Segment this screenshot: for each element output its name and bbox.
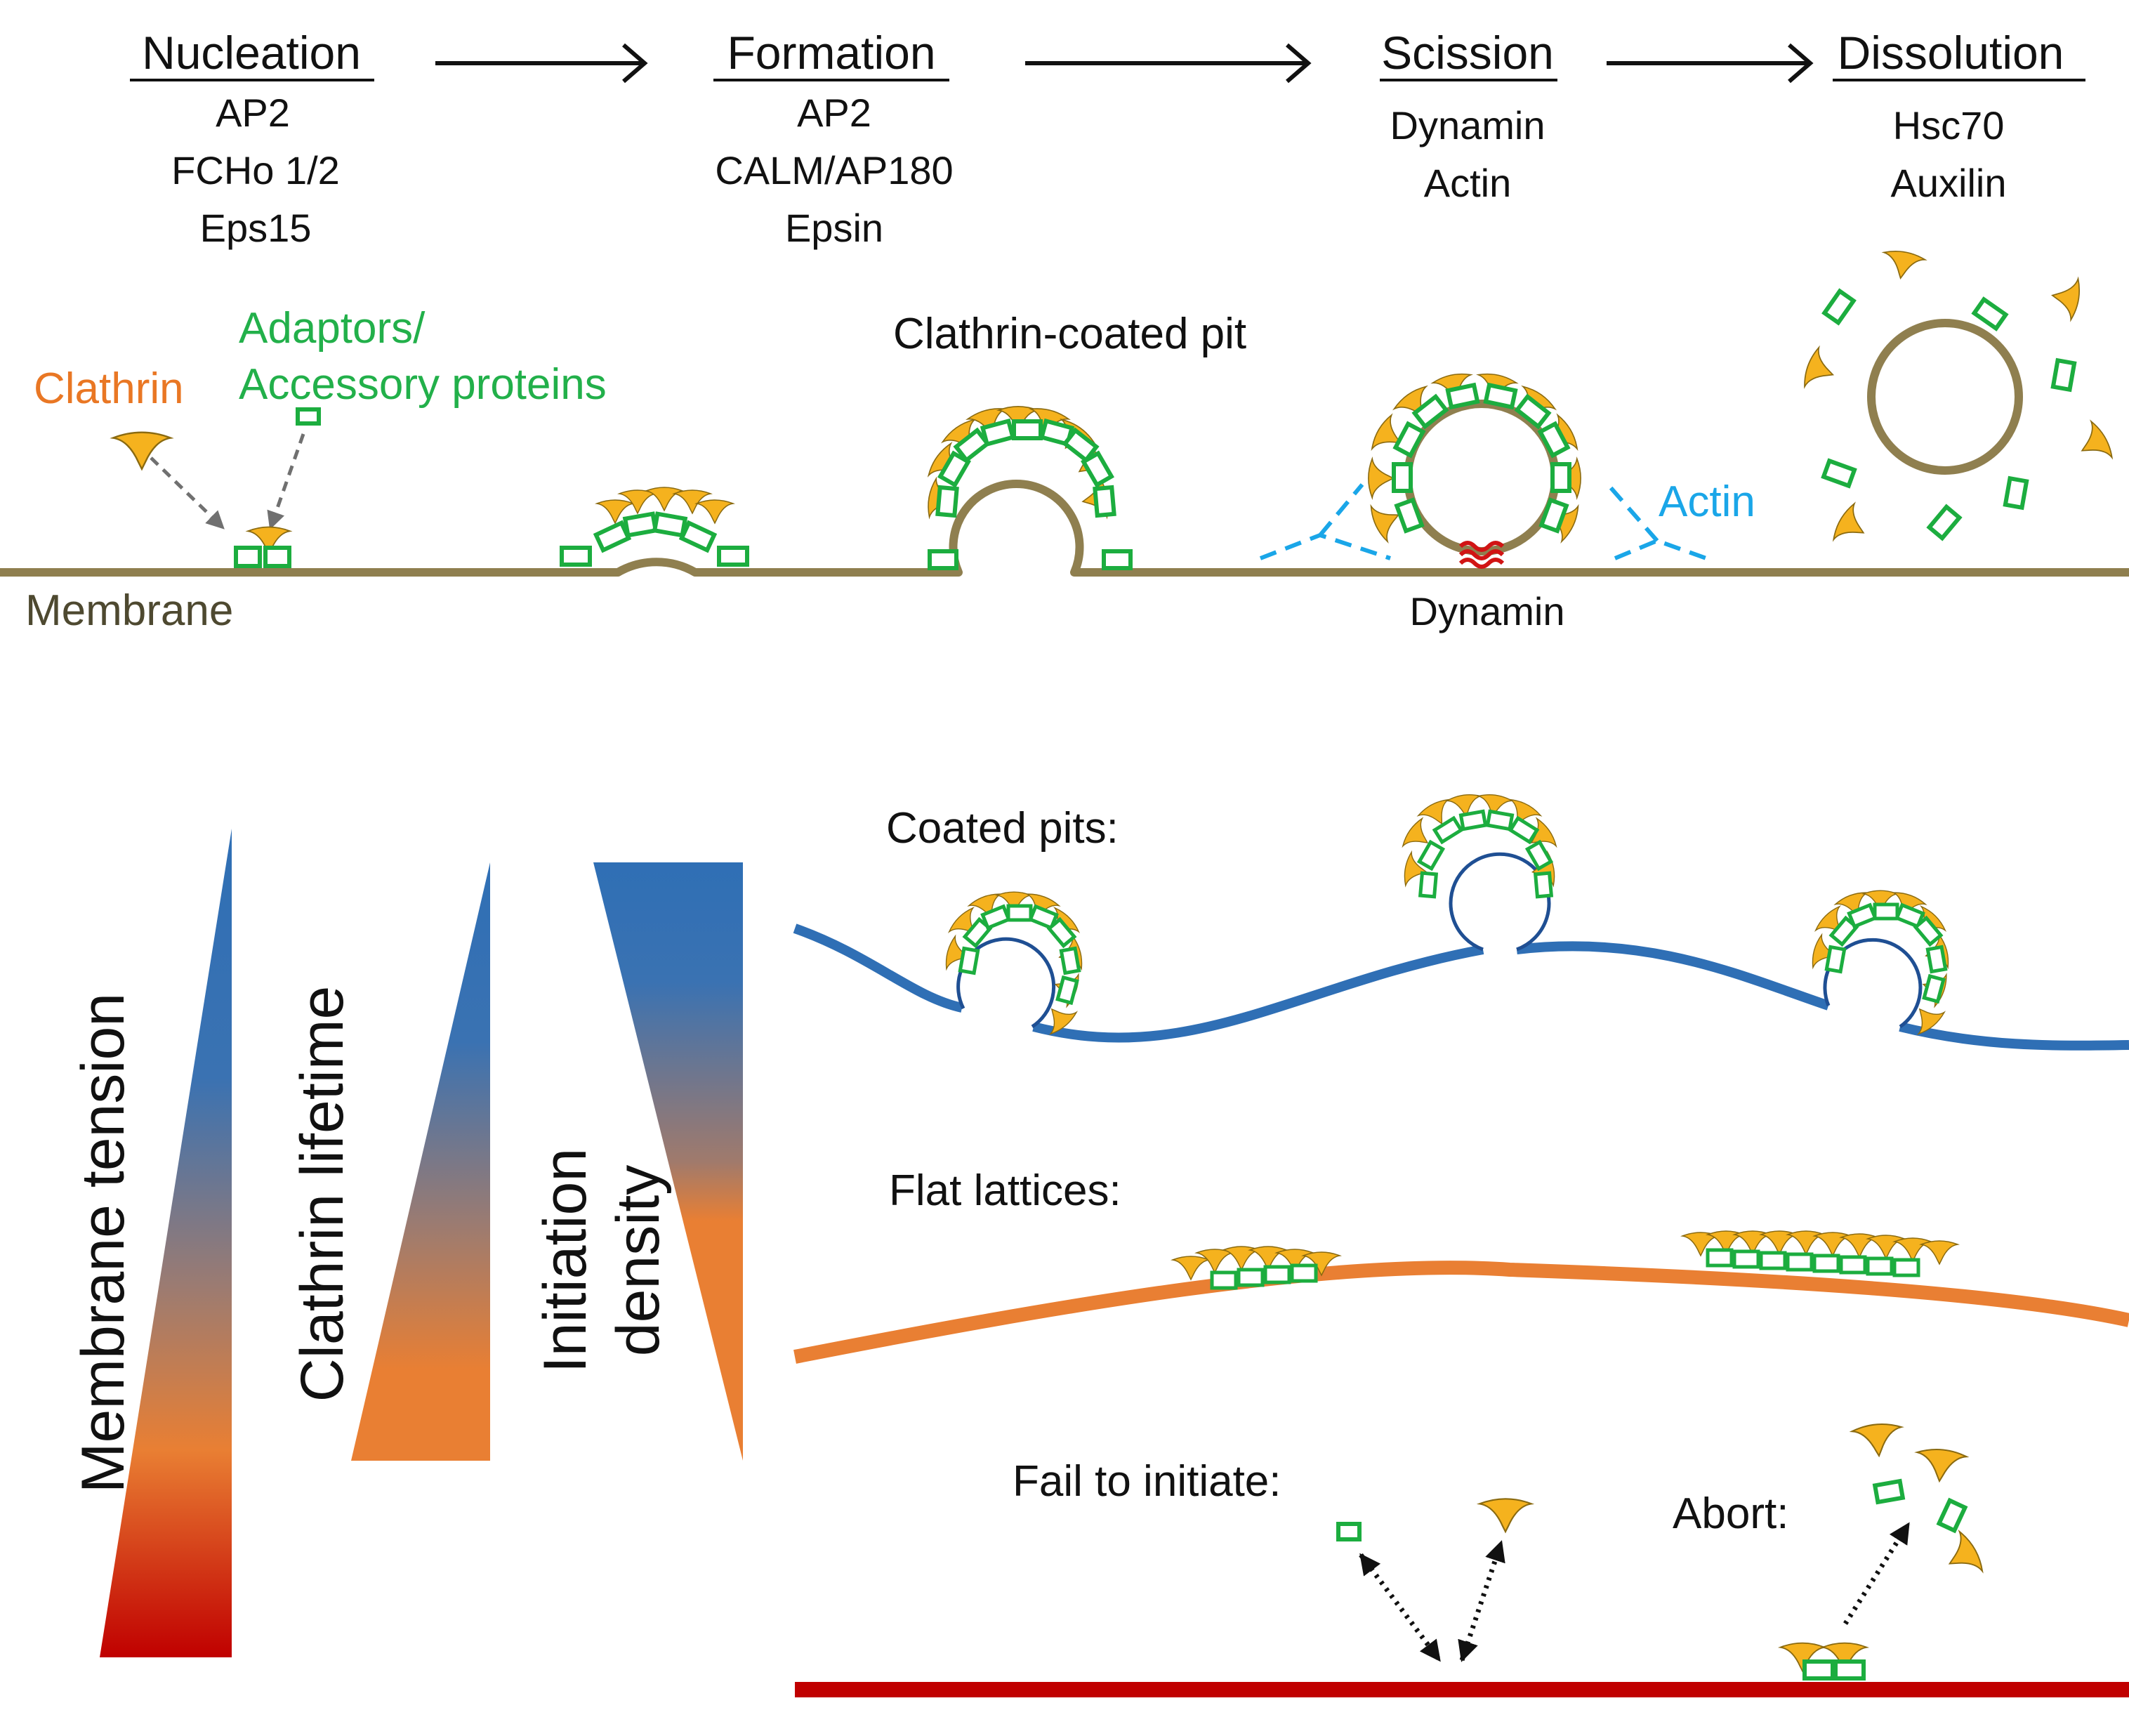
coated-pits-label: Coated pits: xyxy=(886,804,1119,853)
ccp-label: Clathrin-coated pit xyxy=(893,310,1246,358)
binding-arrow xyxy=(267,433,305,530)
dissolution-vesicle xyxy=(1800,247,2116,552)
abort-label: Abort: xyxy=(1673,1490,1788,1538)
adaptor-protein xyxy=(2050,357,2077,393)
clathrin-triskelion xyxy=(1937,1528,1987,1584)
protein-label: FCHo 1/2 xyxy=(171,148,340,192)
adaptor-protein xyxy=(1821,288,1857,326)
formation-deep-pit xyxy=(925,405,1133,570)
release-arrow xyxy=(1843,1522,1911,1625)
arrowhead xyxy=(1788,43,1814,84)
lifetime-wedge xyxy=(351,862,490,1461)
tension-wedge xyxy=(100,829,232,1657)
protein-label: Auxilin xyxy=(1891,161,2007,205)
adaptors-label-line2: Accessory proteins xyxy=(239,360,607,409)
initiation-density-gradient: Initiation density xyxy=(532,862,743,1461)
actin-filaments xyxy=(1259,483,1708,560)
adaptor-protein xyxy=(234,546,262,568)
clathrin-lifetime-label: Clathrin lifetime xyxy=(289,986,356,1402)
membrane-tension-label: Membrane tension xyxy=(70,993,137,1493)
formation-shallow-pit xyxy=(560,487,749,567)
stage-title: Nucleation xyxy=(142,27,361,79)
fail-label: Fail to initiate: xyxy=(1013,1457,1281,1506)
protein-label: AP2 xyxy=(797,91,871,135)
flat-lattice xyxy=(1172,1246,1340,1290)
clathrin-triskelion xyxy=(1913,1447,1968,1485)
uncoated-vesicle xyxy=(1867,319,2023,475)
fail-to-initiate xyxy=(1336,1498,1533,1662)
clathrin-triskelion xyxy=(1850,1421,1905,1459)
adaptor-protein xyxy=(1802,1659,1835,1681)
clathrin-triskelion xyxy=(2048,274,2083,322)
initiation-label-line1: Initiation xyxy=(532,1148,599,1373)
exchange-arrow xyxy=(1359,1553,1442,1662)
protein-label: Eps15 xyxy=(200,206,312,250)
protein-label: Hsc70 xyxy=(1893,103,2005,147)
protein-label: Dynamin xyxy=(1390,103,1545,147)
flat-lattice xyxy=(1682,1230,1958,1277)
adaptor-protein xyxy=(1971,296,2009,331)
scission-vesicle xyxy=(1259,370,1708,569)
adaptor-protein xyxy=(296,407,321,426)
stage-title: Formation xyxy=(727,27,935,79)
dynamin-coil xyxy=(1458,541,1505,569)
exchange-arrow xyxy=(1458,1540,1505,1662)
abort-event xyxy=(1779,1421,1987,1681)
clathrin-triskelion xyxy=(1478,1498,1533,1533)
arrowhead xyxy=(1286,43,1312,84)
coated-pit xyxy=(942,890,1086,1037)
initiation-wedge xyxy=(593,862,743,1461)
adaptor-protein xyxy=(263,546,291,568)
adaptor-protein xyxy=(2003,475,2029,511)
clathrin-triskelion xyxy=(2071,419,2116,470)
stage-title: Dissolution xyxy=(1838,27,2064,79)
initiation-label-line2: density xyxy=(605,1165,672,1357)
stage-scission: Scission Dynamin Actin xyxy=(1380,27,1557,205)
binding-arrow xyxy=(150,456,225,530)
actin-label: Actin xyxy=(1659,478,1755,526)
coated-pit xyxy=(1399,792,1560,952)
stage-nucleation: Nucleation AP2 FCHo 1/2 Eps15 xyxy=(130,27,374,250)
coated-pits-membrane xyxy=(793,923,2129,1051)
adaptor-protein xyxy=(1833,1659,1866,1681)
adaptors-label-line1: Adaptors/ xyxy=(239,304,426,353)
clathrin-label: Clathrin xyxy=(34,364,184,413)
flat-lattices-label: Flat lattices: xyxy=(889,1166,1121,1215)
protein-label: Actin xyxy=(1424,161,1512,205)
adaptor-protein xyxy=(1821,458,1857,489)
membrane-tension-gradient: Membrane tension xyxy=(70,829,232,1657)
adaptor-protein xyxy=(1336,1522,1362,1541)
clathrin-triskelion xyxy=(112,431,172,471)
adaptor-protein xyxy=(1872,1478,1906,1505)
stage-formation: Formation AP2 CALM/AP180 Epsin xyxy=(713,27,954,250)
top-membrane xyxy=(0,480,2129,577)
clathrin-triskelion xyxy=(1829,501,1875,552)
nucleation-site xyxy=(112,407,321,568)
protein-label: Epsin xyxy=(785,206,883,250)
adaptor-protein xyxy=(1936,1497,1968,1534)
clathrin-triskelion xyxy=(1879,247,1927,283)
flat-lattice-membrane xyxy=(793,1261,2129,1364)
dynamin-label: Dynamin xyxy=(1410,589,1565,633)
stage-title: Scission xyxy=(1381,27,1554,79)
coated-pit xyxy=(1809,889,1952,1037)
stage-dissolution: Dissolution Hsc70 Auxilin xyxy=(1833,27,2085,205)
adaptor-protein xyxy=(1926,504,1963,541)
membrane-label: Membrane xyxy=(25,586,233,635)
clathrin-lifetime-gradient: Clathrin lifetime xyxy=(289,862,490,1461)
clathrin-triskelion xyxy=(1800,345,1841,395)
arrowhead xyxy=(622,43,648,84)
protein-label: AP2 xyxy=(216,91,290,135)
protein-label: CALM/AP180 xyxy=(715,148,953,192)
